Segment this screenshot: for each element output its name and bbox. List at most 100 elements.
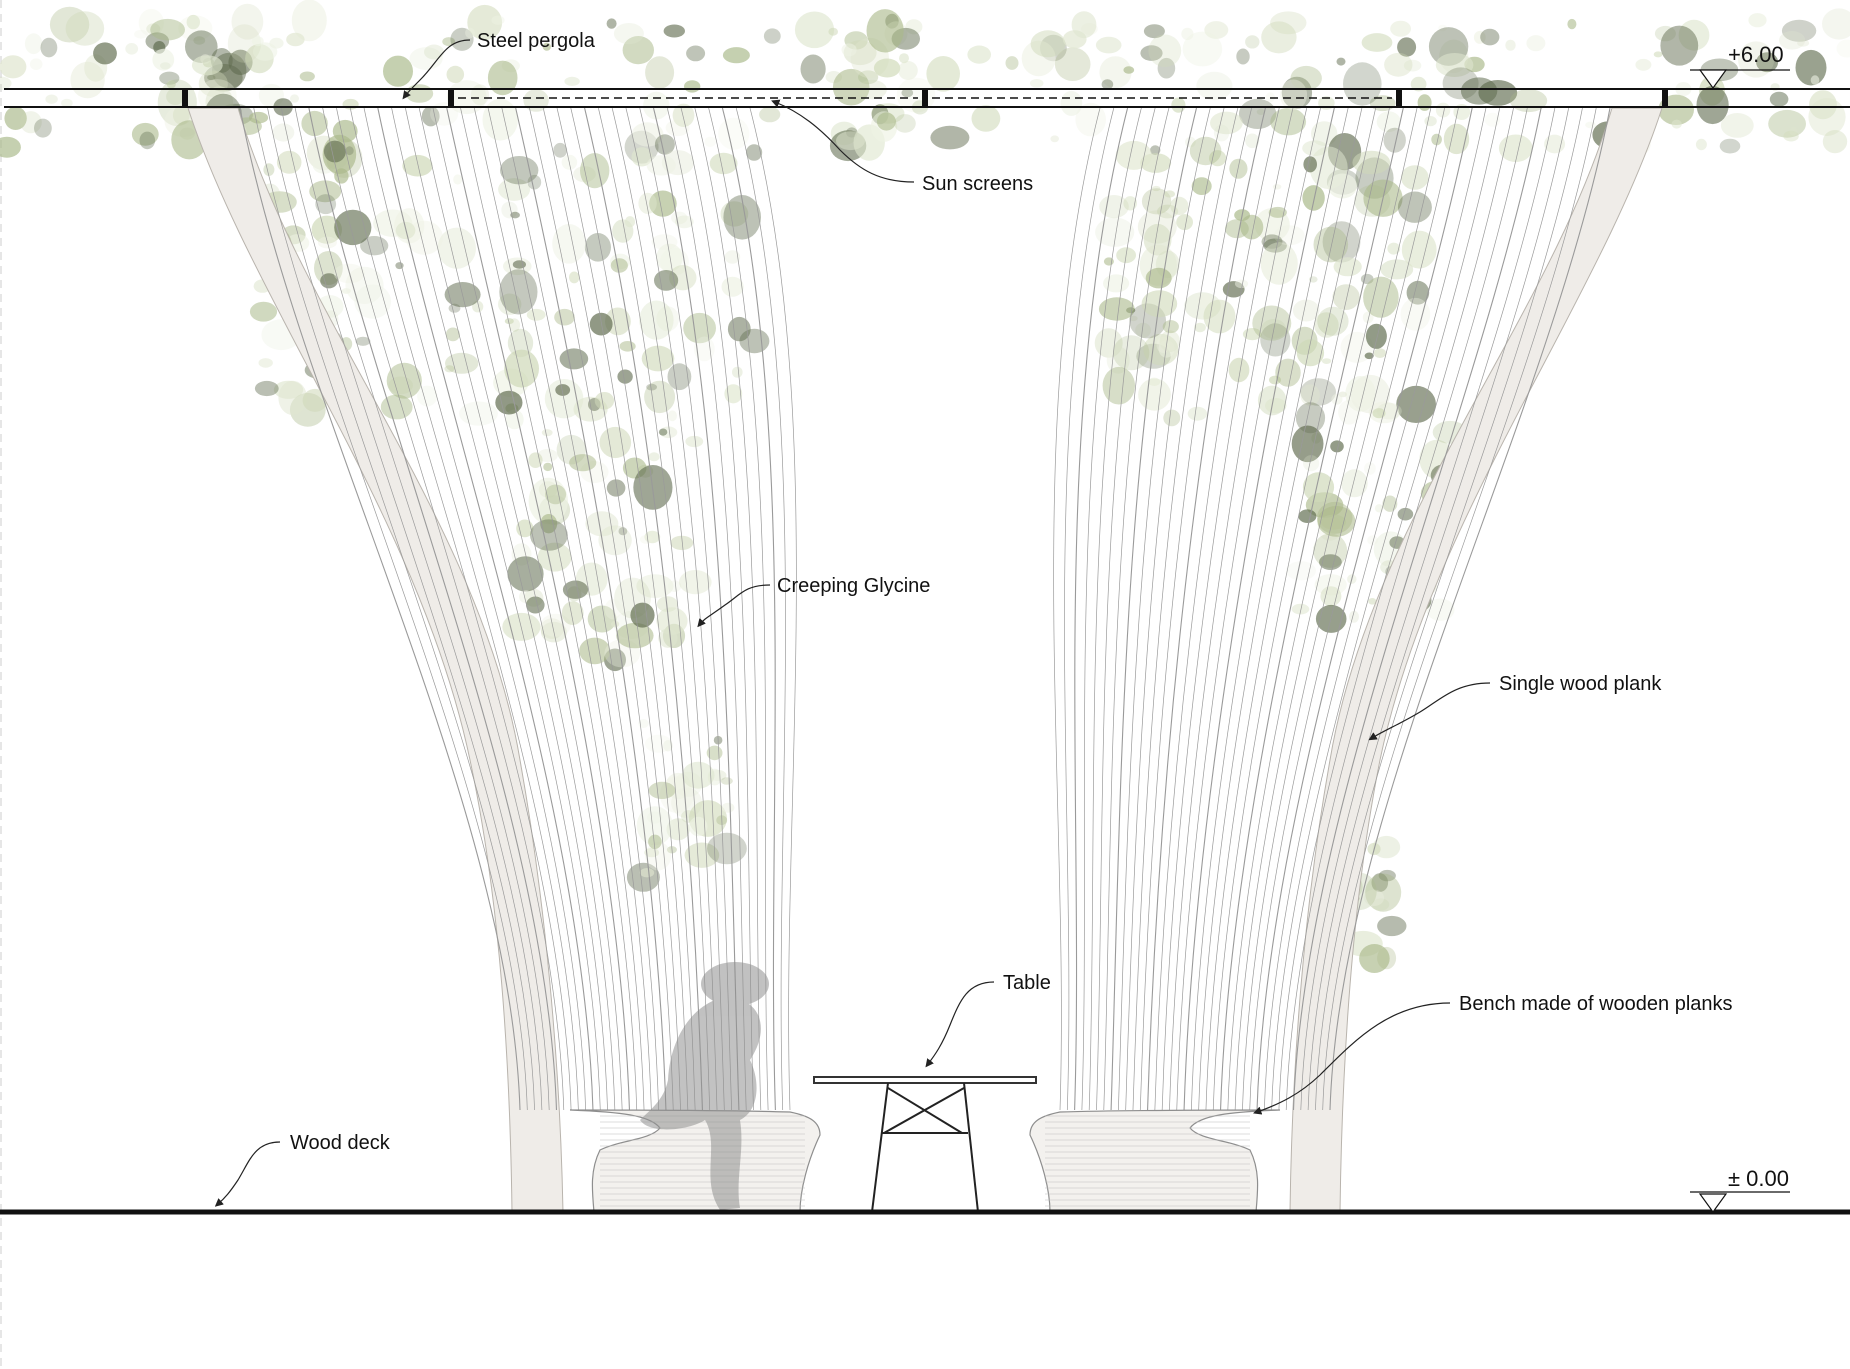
leaf-cluster [1397,37,1417,57]
leaf-cluster [1236,48,1250,65]
leaf-cluster [624,216,636,228]
leaf-cluster [656,306,679,332]
leaf-cluster [873,58,901,78]
leaf-cluster [1779,31,1806,50]
leaf-cluster [1364,352,1374,360]
leaf-cluster [1265,398,1287,414]
right-strand [1219,107,1404,1111]
leaf-cluster [512,260,527,269]
leaf-cluster [286,32,305,47]
leaf-cluster [1137,210,1177,244]
leaf-cluster [1678,19,1710,51]
leaf-cluster [1671,119,1682,129]
leaf-cluster [1372,835,1401,859]
leaf-cluster [1054,47,1091,81]
leaf-cluster [679,570,712,595]
leaf-cluster [1635,58,1652,71]
leaf-cluster [720,201,749,227]
leaf-cluster [1263,238,1287,253]
leaf-cluster [1148,34,1182,68]
leaf-cluster [1376,111,1401,133]
leaf-cluster [1225,219,1249,239]
leaf-cluster [1505,39,1516,51]
leaf-cluster [1363,276,1399,318]
label-sun-screens: Sun screens [922,173,1033,195]
leaf-cluster [1303,156,1317,173]
leaf-cluster [498,178,531,201]
leaf-cluster [618,527,628,536]
leaf-cluster [569,271,580,284]
leaf-cluster [1789,126,1798,136]
leaf-cluster [1296,339,1325,367]
leaf-cluster [1320,586,1342,607]
leaf-cluster [1660,25,1699,66]
leaf-cluster [1363,889,1385,906]
leaf-cluster [1021,40,1056,77]
leaf-cluster [1696,85,1729,125]
leaf-cluster [29,58,43,70]
leaf-cluster [166,88,185,105]
leaf-cluster [1242,328,1262,341]
leaf-cluster [231,3,264,40]
leaf-cluster [1810,75,1820,85]
leaf-cluster [1210,111,1243,135]
right-strand [1161,107,1294,1111]
leaf-cluster [905,19,923,35]
leaf-cluster [467,4,503,41]
right-bench [1029,1109,1281,1213]
leaf-cluster [1397,191,1432,223]
label-bench: Bench made of wooden planks [1459,993,1733,1015]
leaf-cluster [1272,184,1282,190]
leaf-cluster [663,24,685,38]
leaf-cluster [1809,90,1837,120]
leaf-cluster [899,53,909,64]
right-strand [1271,107,1501,1111]
leaf-cluster [299,71,315,82]
leaf-cluster [1484,112,1501,127]
leaf-cluster [682,761,715,789]
leaf-cluster [1822,130,1848,154]
leaf-cluster [1442,67,1479,100]
leaf-cluster [1102,366,1136,405]
leaf-cluster [930,125,970,150]
leaf-cluster [1424,116,1437,127]
leaf-cluster [131,122,159,146]
left-strand [708,107,769,1111]
leaf-cluster [552,224,586,264]
leaf-cluster [1377,915,1407,937]
leaf-cluster [1352,150,1391,175]
leaf-cluster [191,55,223,76]
leaf-cluster [0,55,27,79]
leaf-cluster [437,227,476,269]
leaf-cluster [1303,455,1320,472]
right-strand [1081,107,1142,1111]
leaf-cluster [1498,134,1533,163]
leaf-cluster [487,60,518,96]
leaf-cluster [584,233,612,262]
leaf-cluster [1268,206,1287,218]
leaf-cluster [276,150,302,174]
leaf-cluster [1273,225,1305,246]
right-strand [1212,107,1390,1111]
leaf-cluster [249,301,278,322]
leaf-cluster [537,449,558,462]
leaf-cluster [619,341,636,352]
leaf-cluster [1159,330,1181,353]
leaf-cluster [1383,127,1406,153]
leaf-cluster [482,98,518,141]
leaf-cluster [648,452,660,462]
leaf-cluster [291,0,327,42]
leaf-cluster [901,88,914,98]
leaf-cluster [1509,89,1548,113]
right-strand [1249,107,1459,1111]
leaf-cluster [1321,358,1332,364]
leaf-cluster [651,234,678,250]
leaf-cluster [341,288,351,294]
label-single-wood-plank: Single wood plank [1499,673,1662,695]
leaf-cluster [1187,406,1208,421]
leaf-cluster [663,740,673,752]
leaf-cluster [1406,280,1430,305]
leaf-cluster [553,142,568,158]
leaf-cluster [65,11,105,46]
